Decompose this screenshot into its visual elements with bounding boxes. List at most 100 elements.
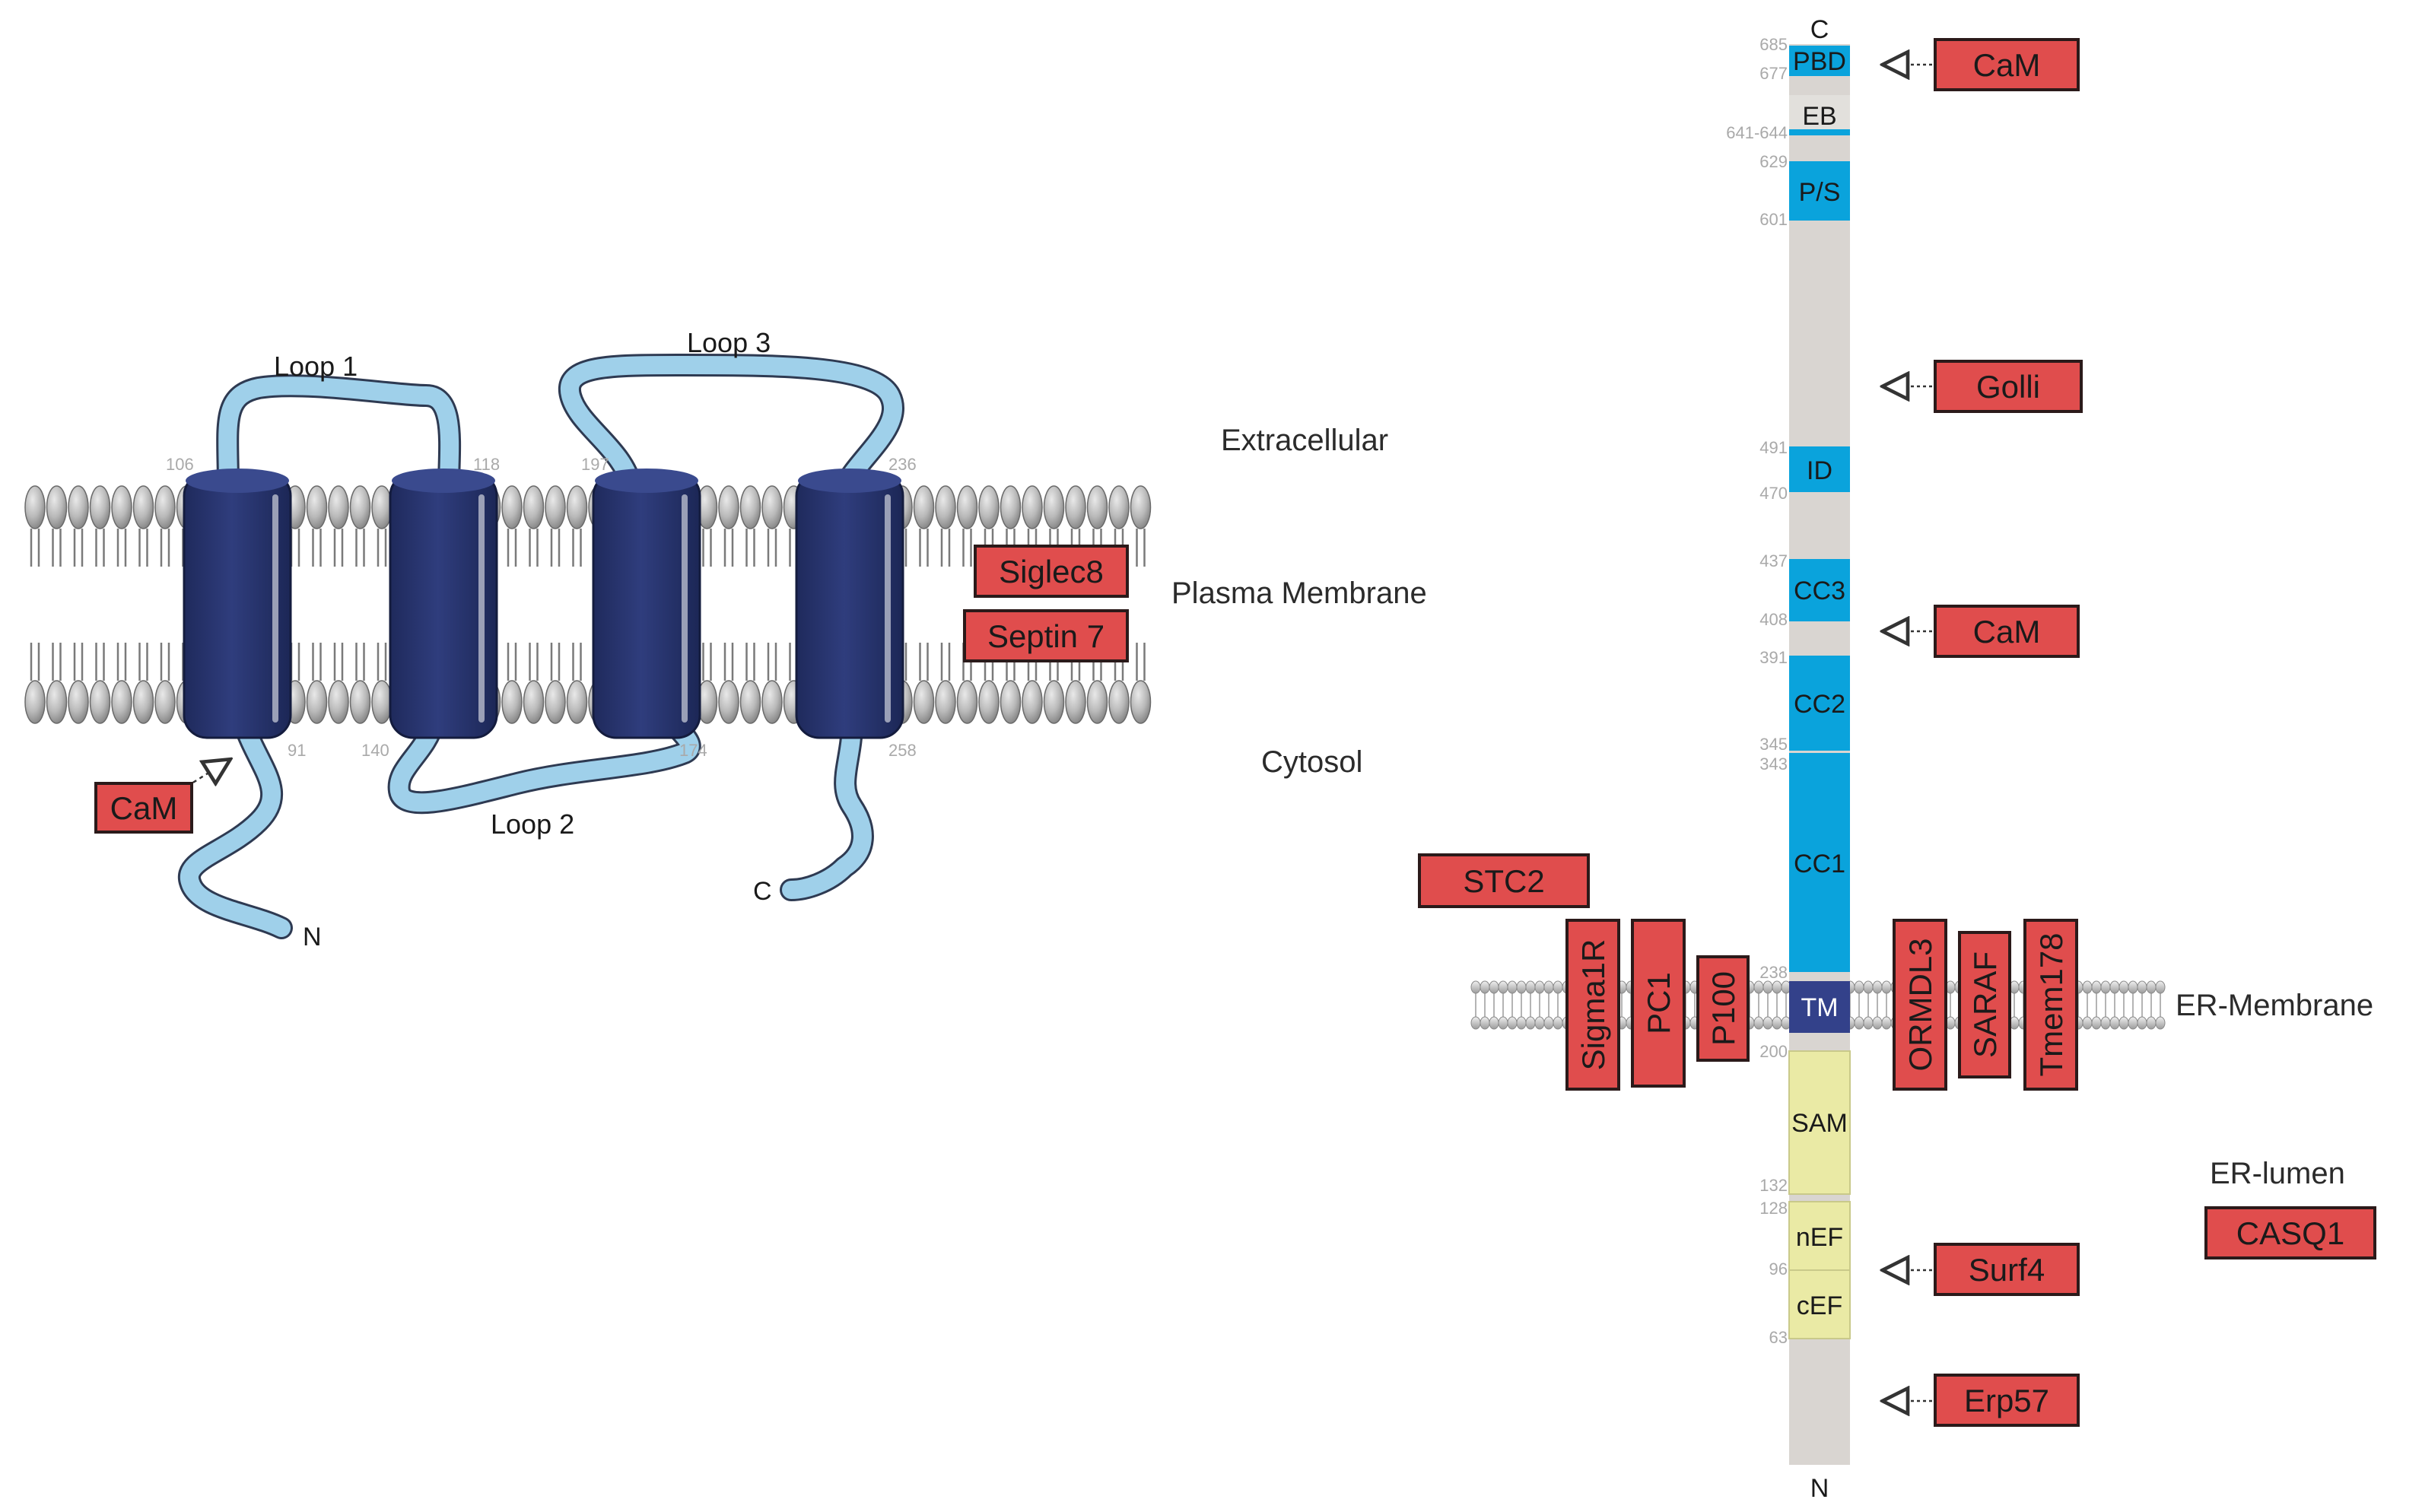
er-lipid (2155, 980, 2166, 1030)
domain-cef: cEF (1797, 1291, 1842, 1320)
partner-cam-orai: CaM (94, 782, 193, 834)
tm-helix-2 (389, 469, 498, 739)
loop-3-label: Loop 3 (687, 327, 771, 358)
partner-surf4: Surf4 (1934, 1243, 2080, 1296)
partner-pc1: PC1 (1631, 919, 1686, 1088)
er-lipid (1872, 980, 1883, 1030)
er-lipid (1507, 980, 1518, 1030)
er-lipid (2146, 980, 2157, 1030)
lipid (1000, 485, 1022, 724)
lipid (913, 485, 935, 724)
lipid (306, 485, 328, 724)
lipid (328, 485, 349, 724)
svg-text:200: 200 (1759, 1042, 1788, 1061)
svg-text:CaM: CaM (1973, 614, 2041, 650)
orai-n-terminus: N (303, 923, 322, 951)
orai-loops (178, 354, 904, 939)
lipid (739, 485, 761, 724)
domain-nef: nEF (1796, 1223, 1843, 1252)
lipid (46, 485, 68, 724)
er-lipid (2009, 980, 2020, 1030)
loop-2-label: Loop 2 (491, 808, 574, 840)
er-lipid (1863, 980, 1874, 1030)
partner-ormdl3: ORMDL3 (1893, 919, 1947, 1091)
er-lumen-label: ER-lumen (2210, 1157, 2345, 1190)
cytosol-label: Cytosol (1261, 745, 1362, 779)
svg-text:601: 601 (1759, 210, 1788, 229)
partner-cam-cc3: CaM (1934, 605, 2080, 658)
svg-text:128: 128 (1759, 1199, 1788, 1218)
svg-text:Septin 7: Septin 7 (987, 618, 1105, 654)
domain-cc3: CC3 (1794, 577, 1845, 605)
er-lipid (1772, 980, 1782, 1030)
residue-174: 174 (679, 741, 707, 760)
domain-ps: P/S (1799, 178, 1841, 207)
orai-panel: Loop 1 Loop 2 Loop 3 106 91 118 140 197 … (24, 327, 1427, 951)
lipid (1108, 485, 1130, 724)
domain-eb: EB (1802, 102, 1836, 131)
svg-text:Surf4: Surf4 (1969, 1252, 2045, 1288)
svg-text:408: 408 (1759, 610, 1788, 629)
svg-text:PC1: PC1 (1641, 972, 1677, 1034)
lipid (1065, 485, 1086, 724)
tm-helix-3 (592, 469, 701, 739)
svg-text:677: 677 (1759, 64, 1788, 83)
residue-91: 91 (288, 741, 306, 760)
lipid (349, 485, 371, 724)
stim1-panel: PBD EB P/S ID CC3 CC2 CC1 TM SAM nEF cEF… (1418, 15, 2376, 1503)
er-lipid (1534, 980, 1545, 1030)
lipid (154, 485, 176, 724)
er-lipid (2100, 980, 2111, 1030)
lipid (761, 485, 783, 724)
lipid (718, 485, 739, 724)
partner-golli: Golli (1934, 360, 2083, 413)
svg-text:132: 132 (1759, 1176, 1788, 1195)
er-lipid (2128, 980, 2138, 1030)
svg-text:Tmem178: Tmem178 (2033, 932, 2069, 1076)
domain-id: ID (1807, 456, 1832, 485)
residue-118: 118 (473, 455, 500, 474)
partner-erp57: Erp57 (1934, 1374, 2080, 1427)
svg-text:685: 685 (1759, 35, 1788, 54)
partner-siglec8: Siglec8 (974, 545, 1129, 598)
partner-p100: P100 (1696, 955, 1750, 1062)
lipid (1086, 485, 1108, 724)
stim1-partner-connectors (1885, 65, 1938, 1401)
svg-text:ORMDL3: ORMDL3 (1902, 938, 1938, 1071)
orai-helices (183, 469, 904, 739)
svg-text:491: 491 (1759, 438, 1788, 457)
er-lipid (1543, 980, 1554, 1030)
domain-sam: SAM (1791, 1109, 1848, 1138)
partner-septin7: Septin 7 (963, 609, 1129, 662)
er-lipid (2082, 980, 2093, 1030)
lipid (523, 485, 545, 724)
svg-text:Erp57: Erp57 (1964, 1383, 2049, 1418)
lipid (956, 485, 978, 724)
svg-text:437: 437 (1759, 551, 1788, 570)
lipid (1130, 485, 1152, 724)
partner-stc2: STC2 (1418, 853, 1590, 908)
loop-1-label: Loop 1 (274, 351, 358, 382)
svg-text:238: 238 (1759, 963, 1788, 982)
stim1-c-terminus: C (1810, 15, 1829, 44)
svg-text:63: 63 (1769, 1328, 1788, 1347)
lipid (24, 485, 46, 724)
lipid (68, 485, 89, 724)
residue-236: 236 (888, 455, 917, 474)
lipid (978, 485, 1000, 724)
er-lipid (2091, 980, 2102, 1030)
residue-258: 258 (888, 741, 917, 760)
er-lipid (2137, 980, 2147, 1030)
svg-text:CASQ1: CASQ1 (2236, 1215, 2344, 1251)
lipid (566, 485, 588, 724)
er-lipid (1781, 980, 1791, 1030)
partner-saraf: SARAF (1958, 931, 2011, 1078)
tm-helix-1 (183, 469, 292, 739)
svg-text:CaM: CaM (1973, 47, 2041, 83)
domain-cc1: CC1 (1794, 850, 1845, 878)
residue-140: 140 (361, 741, 389, 760)
svg-text:343: 343 (1759, 754, 1788, 773)
svg-text:Siglec8: Siglec8 (999, 554, 1104, 589)
lipid (132, 485, 154, 724)
